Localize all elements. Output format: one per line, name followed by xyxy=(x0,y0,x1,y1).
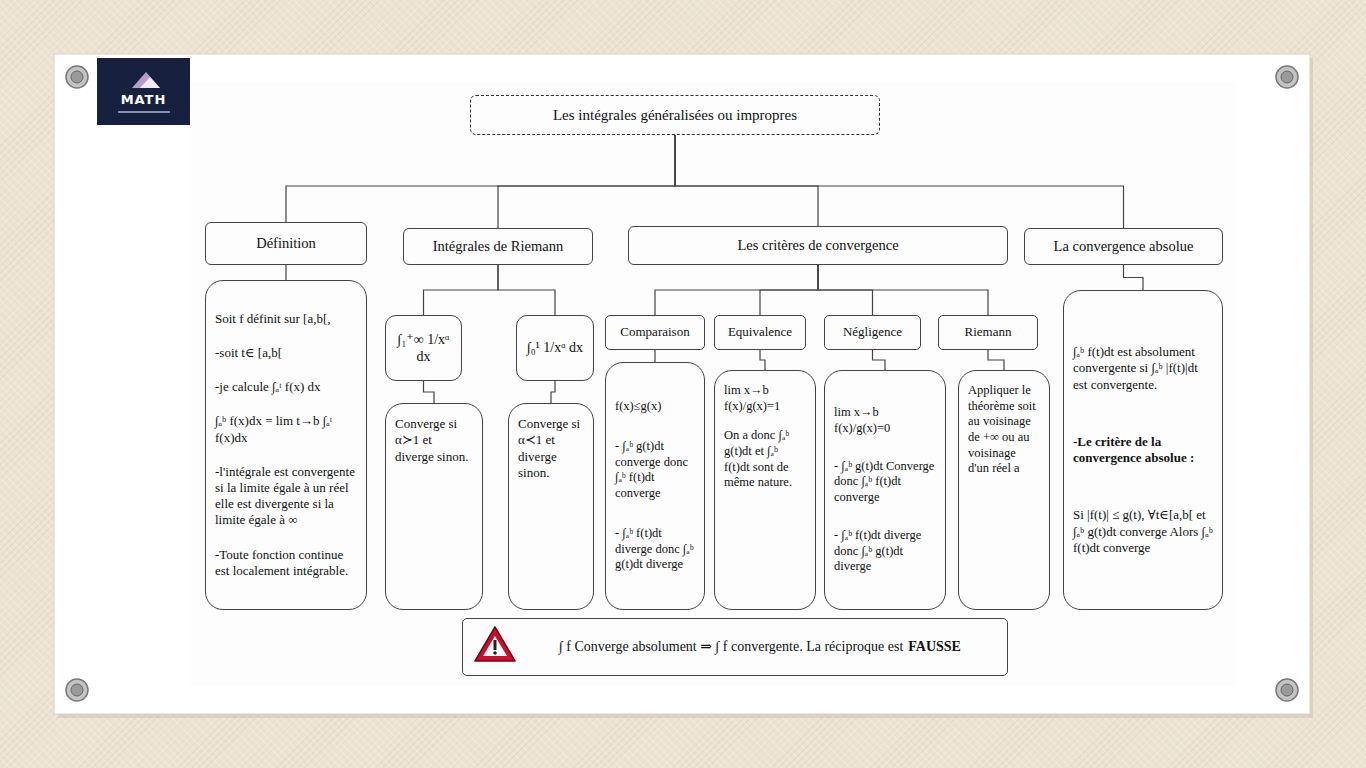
node-text: - ∫ₐᵇ g(t)dt converge donc ∫ₐᵇ f(t)dt co… xyxy=(615,439,695,502)
node-text: Les intégrales généralisées ou impropres xyxy=(553,106,797,125)
node-text: -soit t∈ [a,b[ xyxy=(215,345,357,361)
node-text: Riemann xyxy=(965,324,1012,340)
criterion-box: Riemann xyxy=(938,315,1038,350)
node-text: Si |f(t)| ≤ g(t), ∀t∈[a,b[ et ∫ₐᵇ g(t)dt… xyxy=(1073,507,1213,556)
tree-connector xyxy=(873,350,886,370)
node-text: lim x→b f(x)/g(x)=1 xyxy=(724,383,806,414)
tree-connector xyxy=(675,135,1124,228)
node-text: f(x)≤g(x) xyxy=(615,399,695,415)
node-text: -Le critère de la convergence absolue : xyxy=(1073,434,1213,467)
node-text: ∫ f Converge absolument ⇒ ∫ f convergent… xyxy=(559,638,903,656)
logo-text: MATH xyxy=(97,92,190,107)
body-box: ∫ₐᵇ f(t)dt est absolument convergente si… xyxy=(1063,290,1223,610)
node-text: Converge si α≻1 et diverge sinon. xyxy=(395,416,473,465)
tree-connector xyxy=(654,350,655,362)
tree-connector xyxy=(424,381,435,403)
node-text: - ∫ₐᵇ f(t)dt diverge donc ∫ₐᵇ g(t)dt div… xyxy=(615,526,695,573)
node-text: ∫ₐᵇ f(x)dx = lim t→b ∫ₐᵗ f(x)dx xyxy=(215,413,357,446)
criterion-box: Equivalence xyxy=(714,315,806,350)
body-box: Soit f définit sur [a,b[, -soit t∈ [a,b[ -… xyxy=(205,280,367,610)
warning-icon xyxy=(475,627,515,661)
node-text: Définition xyxy=(256,234,316,252)
tree-connector xyxy=(760,350,765,370)
node-text: -l'intégrale est convergente si la limit… xyxy=(215,464,357,529)
tree-connector xyxy=(1124,265,1144,290)
tree-connector xyxy=(551,381,555,403)
warning-box: ∫ f Converge absolument ⇒ ∫ f convergent… xyxy=(462,618,1008,676)
body-box: Converge si α≻1 et diverge sinon. xyxy=(385,403,483,610)
screw xyxy=(66,679,88,701)
screw xyxy=(1276,679,1298,701)
body-box: lim x→b f(x)/g(x)=1 On a donc ∫ₐᵇ g(t)dt … xyxy=(714,370,816,610)
node-text: - ∫ₐᵇ f(t)dt diverge donc ∫ₐᵇ g(t)dt div… xyxy=(834,528,936,575)
heading-box: Définition xyxy=(205,222,367,265)
tree-connector xyxy=(818,265,988,315)
formula-box: ∫₁⁺∞ 1/xᵅ dx xyxy=(385,315,462,381)
body-box: f(x)≤g(x) - ∫ₐᵇ g(t)dt converge donc ∫ₐᵇ … xyxy=(605,362,705,610)
node-text: -je calcule ∫ₐᵗ f(x) dx xyxy=(215,379,357,395)
heading-box: Intégrales de Riemann xyxy=(403,228,593,265)
logo xyxy=(97,58,190,125)
tree-connector xyxy=(655,265,818,315)
node-text: ∫₁⁺∞ 1/xᵅ dx xyxy=(392,331,455,366)
node-text: -Toute fonction continue est localement … xyxy=(215,547,357,580)
node-text: Intégrales de Riemann xyxy=(433,237,563,255)
node-text: La convergence absolue xyxy=(1054,237,1194,255)
node-text: Les critères de convergence xyxy=(737,236,898,254)
screw xyxy=(66,66,88,88)
node-text: ∫₀¹ 1/xᵅ dx xyxy=(527,339,583,357)
node-text: FAUSSE xyxy=(908,638,961,656)
tree-connector xyxy=(988,350,1004,370)
tree-connector xyxy=(498,135,675,228)
tree-connector xyxy=(424,265,499,315)
criterion-box: Négligence xyxy=(824,315,921,350)
tree-connector xyxy=(285,265,286,280)
node-text: lim x→b f(x)/g(x)=0 xyxy=(834,405,936,436)
node-text: Converge si α≺1 et diverge sinon. xyxy=(518,416,584,481)
tree-connector xyxy=(760,265,818,315)
white-panel xyxy=(54,54,1310,714)
body-box: Appliquer le théorème soit au voisinage … xyxy=(958,370,1050,610)
inner-sheet xyxy=(190,82,1236,686)
node-text: - ∫ₐᵇ g(t)dt Converge donc ∫ₐᵇ f(t)dt co… xyxy=(834,459,936,506)
node-text: Négligence xyxy=(843,324,902,340)
node-text: ∫ₐᵇ f(t)dt est absolument convergente si… xyxy=(1073,344,1213,393)
node-text: Appliquer le théorème soit au voisinage … xyxy=(968,383,1040,477)
panel-shadow xyxy=(58,58,1313,718)
title-box: Les intégrales généralisées ou impropres xyxy=(470,95,880,135)
tree-connector xyxy=(286,135,675,222)
tree-connector xyxy=(498,265,555,315)
screw xyxy=(1276,66,1298,88)
formula-box: ∫₀¹ 1/xᵅ dx xyxy=(516,315,594,381)
tree-connector xyxy=(675,135,818,226)
node-text: On a donc ∫ₐᵇ g(t)dt et ∫ₐᵇ f(t)dt sont … xyxy=(724,428,806,491)
heading-box: La convergence absolue xyxy=(1024,228,1223,265)
heading-box: Les critères de convergence xyxy=(628,226,1008,265)
node-text: Comparaison xyxy=(620,324,689,340)
criterion-box: Comparaison xyxy=(605,315,705,350)
node-text: Soit f définit sur [a,b[, xyxy=(215,311,357,327)
body-box: Converge si α≺1 et diverge sinon. xyxy=(508,403,594,610)
node-text: Equivalence xyxy=(728,324,792,340)
body-box: lim x→b f(x)/g(x)=0 - ∫ₐᵇ g(t)dt Converge… xyxy=(824,370,946,610)
